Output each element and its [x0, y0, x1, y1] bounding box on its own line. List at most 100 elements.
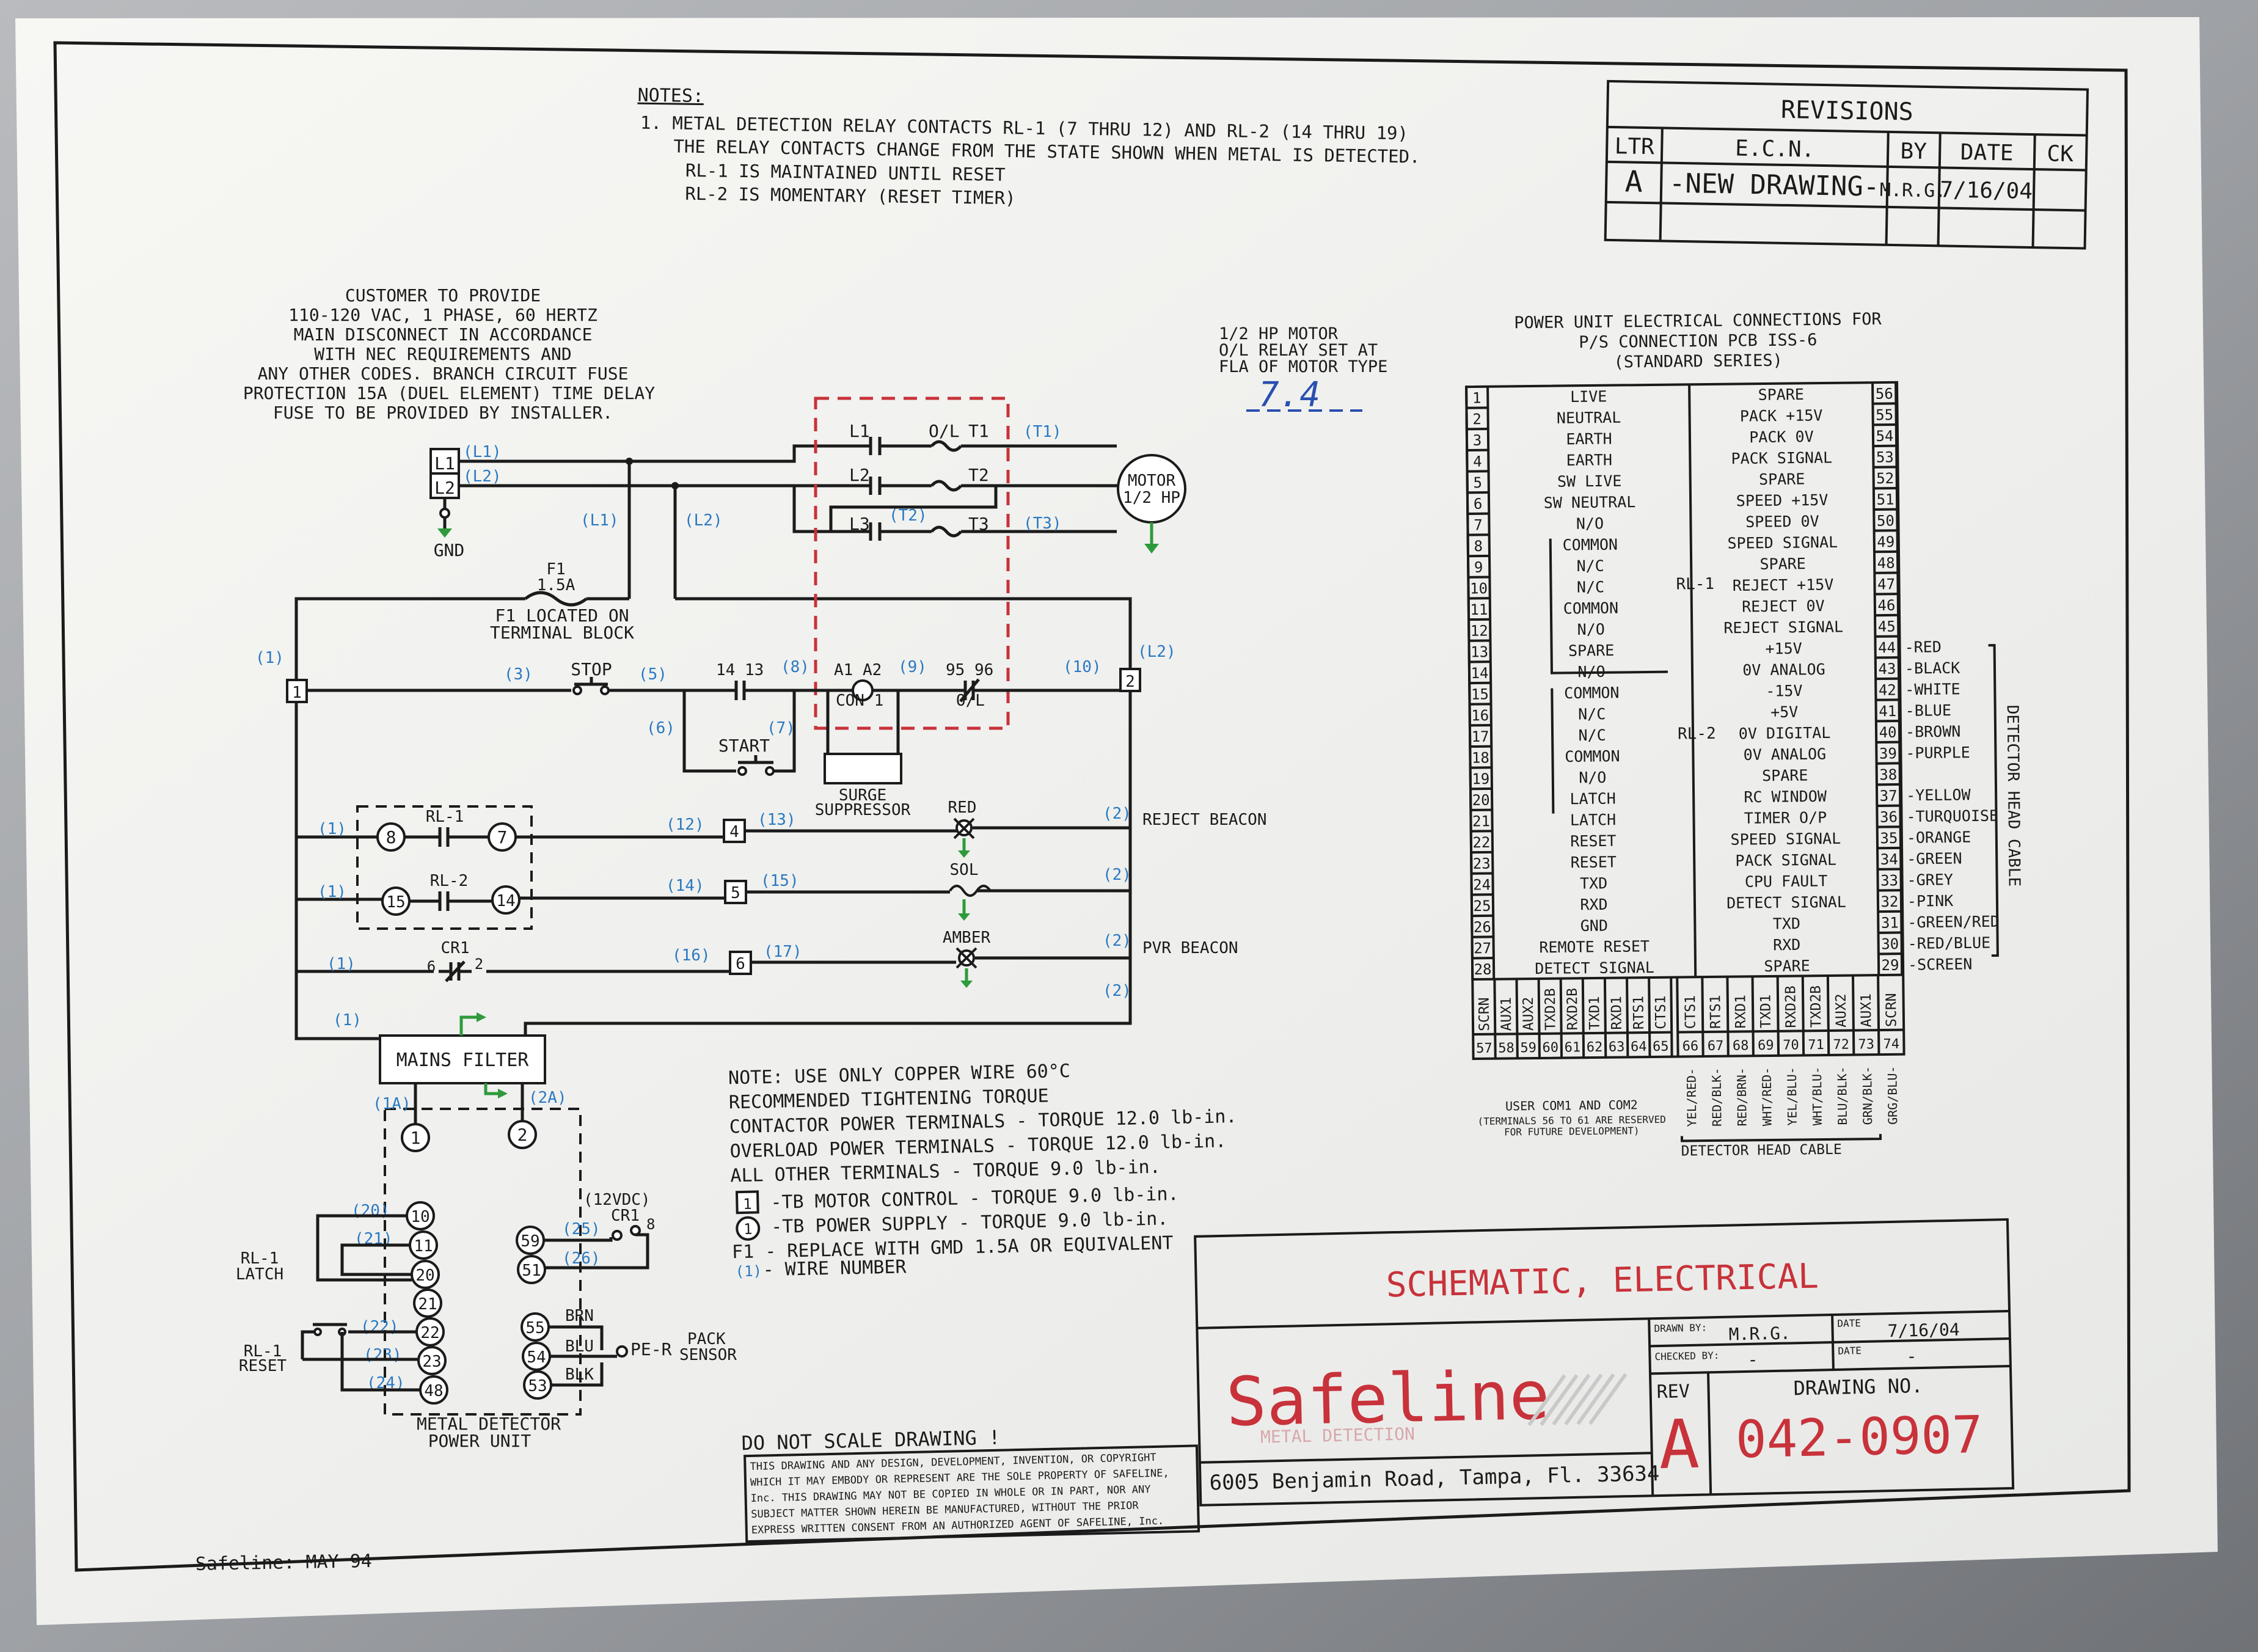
- left-terminal-number: 18: [1472, 749, 1489, 766]
- left-terminal-label: N/C: [1577, 578, 1604, 596]
- svg-text:RL-2: RL-2: [1678, 725, 1716, 744]
- left-terminal-number: 4: [1473, 453, 1482, 470]
- svg-text:START: START: [718, 736, 770, 756]
- left-terminal-number: 17: [1471, 728, 1489, 745]
- svg-text:(10): (10): [1063, 658, 1102, 676]
- right-terminal-label: SPARE: [1762, 767, 1808, 785]
- bottom-col-label: SCRN: [1883, 993, 1900, 1027]
- wire-colour: -SCREEN: [1908, 955, 1973, 973]
- bottom-col-label: RTS1: [1631, 996, 1647, 1030]
- right-terminal-label: SPEED 0V: [1745, 513, 1819, 531]
- wire-colour: -RED: [1904, 638, 1942, 656]
- svg-text:L2: L2: [849, 465, 870, 485]
- svg-text:10: 10: [411, 1208, 429, 1226]
- left-terminal-label: RESET: [1570, 832, 1617, 850]
- paper-sheet: [15, 17, 2218, 1625]
- svg-text:SENSOR: SENSOR: [679, 1346, 737, 1364]
- svg-text:95 96: 95 96: [946, 661, 993, 679]
- left-terminal-number: 22: [1472, 834, 1490, 851]
- bottom-col-number: 69: [1758, 1038, 1774, 1053]
- bottom-col-number: 67: [1708, 1039, 1724, 1054]
- left-terminal-label: N/C: [1578, 726, 1606, 744]
- bottom-col-label: AUX2: [1521, 997, 1537, 1031]
- left-terminal-label: EARTH: [1566, 451, 1613, 469]
- right-terminal-number: 49: [1877, 533, 1894, 550]
- left-terminal-label: N/C: [1576, 557, 1604, 575]
- svg-text:(12VDC): (12VDC): [583, 1191, 651, 1209]
- svg-text:DRAWING NO.: DRAWING NO.: [1793, 1374, 1923, 1400]
- left-terminal-label: LATCH: [1570, 811, 1617, 829]
- right-terminal-label: SPARE: [1759, 470, 1805, 489]
- svg-text:(TERMINALS 56 TO 61 ARE RESERV: (TERMINALS 56 TO 61 ARE RESERVED: [1477, 1114, 1665, 1127]
- right-terminal-number: 38: [1879, 766, 1897, 783]
- right-terminal-number: 34: [1880, 851, 1898, 868]
- bottom-wire-colour: YEL/RED-: [1684, 1068, 1699, 1127]
- svg-text:SUPPRESSOR: SUPPRESSOR: [815, 801, 911, 819]
- left-terminal-number: 2: [1472, 411, 1482, 428]
- svg-text:PE-R: PE-R: [630, 1339, 672, 1359]
- svg-text:DETECTOR HEAD CABLE: DETECTOR HEAD CABLE: [2003, 705, 2023, 887]
- company-logo: Safeline: [1226, 1356, 1551, 1441]
- left-terminal-number: 26: [1474, 918, 1491, 935]
- svg-text:PACK: PACK: [687, 1330, 726, 1348]
- left-terminal-number: 25: [1473, 897, 1491, 915]
- bottom-col-number: 68: [1733, 1038, 1749, 1053]
- svg-text:MAIN DISCONNECT IN ACCORDANCE: MAIN DISCONNECT IN ACCORDANCE: [294, 324, 593, 345]
- bottom-col-label: TXD1: [1587, 996, 1603, 1030]
- bottom-terminal-list: SCRN57AUX158AUX259TXD2B60RXD2B61TXD162RX…: [1476, 975, 1900, 1142]
- svg-text:15: 15: [386, 893, 405, 912]
- svg-text:(2): (2): [1103, 805, 1131, 823]
- power-unit-connections: POWER UNIT ELECTRICAL CONNECTIONS FOR P/…: [1465, 310, 2023, 1160]
- svg-text:REV: REV: [1656, 1381, 1690, 1403]
- right-terminal-label: SPARE: [1759, 555, 1806, 573]
- bottom-col-number: 59: [1520, 1040, 1536, 1056]
- left-terminal-label: REMOTE RESET: [1539, 937, 1650, 956]
- left-terminal-label: SW NEUTRAL: [1544, 493, 1636, 512]
- svg-text:11: 11: [414, 1237, 433, 1255]
- left-terminal-number: 1: [1472, 390, 1482, 407]
- bottom-col-number: 72: [1833, 1037, 1849, 1053]
- svg-text:TERMINAL BLOCK: TERMINAL BLOCK: [490, 623, 634, 643]
- rev-header-ltr: LTR: [1614, 134, 1654, 159]
- svg-text:53: 53: [528, 1377, 547, 1395]
- bottom-col-number: 71: [1808, 1037, 1824, 1053]
- svg-text:MOTOR: MOTOR: [1128, 472, 1176, 490]
- svg-text:PROTECTION 15A (DUEL ELEMENT): PROTECTION 15A (DUEL ELEMENT) TIME DELAY: [243, 383, 655, 403]
- bottom-col-label: RXD1: [1733, 995, 1749, 1029]
- bottom-wire-colour: WHT/RED-: [1759, 1067, 1775, 1127]
- svg-text:DRAWN BY:: DRAWN BY:: [1654, 1321, 1707, 1334]
- svg-text:T2: T2: [968, 465, 989, 485]
- svg-text:DATE: DATE: [1837, 1317, 1861, 1329]
- left-terminal-number: 6: [1474, 495, 1483, 513]
- svg-text:LATCH: LATCH: [236, 1265, 283, 1284]
- left-terminal-number: 11: [1470, 601, 1488, 618]
- svg-text:WITH NEC REQUIREMENTS AND: WITH NEC REQUIREMENTS AND: [314, 344, 571, 364]
- bottom-wire-colour: YEL/BLU-: [1785, 1067, 1800, 1126]
- bottom-col-number: 58: [1498, 1040, 1514, 1056]
- drawing-border: [53, 41, 2131, 1572]
- left-terminal-number: 3: [1473, 432, 1482, 449]
- left-terminal-number: 5: [1473, 474, 1482, 491]
- right-terminal-label: CPU FAULT: [1745, 872, 1828, 890]
- svg-text:7/16/04: 7/16/04: [1887, 1320, 1960, 1341]
- rev-row-ecn: -NEW DRAWING-: [1669, 168, 1880, 203]
- svg-text:23: 23: [422, 1353, 441, 1371]
- rev-row-ltr: A: [1624, 164, 1643, 199]
- svg-text:(26): (26): [562, 1249, 601, 1268]
- bottom-col-label: RXD2B: [1565, 988, 1581, 1031]
- bottom-col-label: AUX1: [1499, 997, 1515, 1031]
- svg-text:- WIRE NUMBER: - WIRE NUMBER: [762, 1256, 907, 1281]
- svg-text:(L2): (L2): [463, 467, 502, 486]
- svg-text:DETECTOR HEAD CABLE: DETECTOR HEAD CABLE: [1681, 1142, 1842, 1160]
- svg-text:ANY OTHER CODES. BRANCH CIRCUI: ANY OTHER CODES. BRANCH CIRCUIT FUSE: [258, 364, 629, 384]
- wire-colour: -TURQUOISE: [1906, 807, 1998, 826]
- svg-text:(1): (1): [255, 649, 284, 667]
- right-terminal-label: 0V ANALOG: [1742, 660, 1825, 679]
- left-terminal-number: 14: [1471, 665, 1488, 682]
- wire-colour: -ORANGE: [1907, 828, 1971, 847]
- svg-text:(8): (8): [781, 658, 809, 676]
- right-terminal-number: 46: [1877, 597, 1895, 614]
- rev-header-ck: CK: [2047, 141, 2073, 167]
- left-terminal-label: LATCH: [1569, 789, 1616, 808]
- svg-text:22: 22: [420, 1324, 439, 1342]
